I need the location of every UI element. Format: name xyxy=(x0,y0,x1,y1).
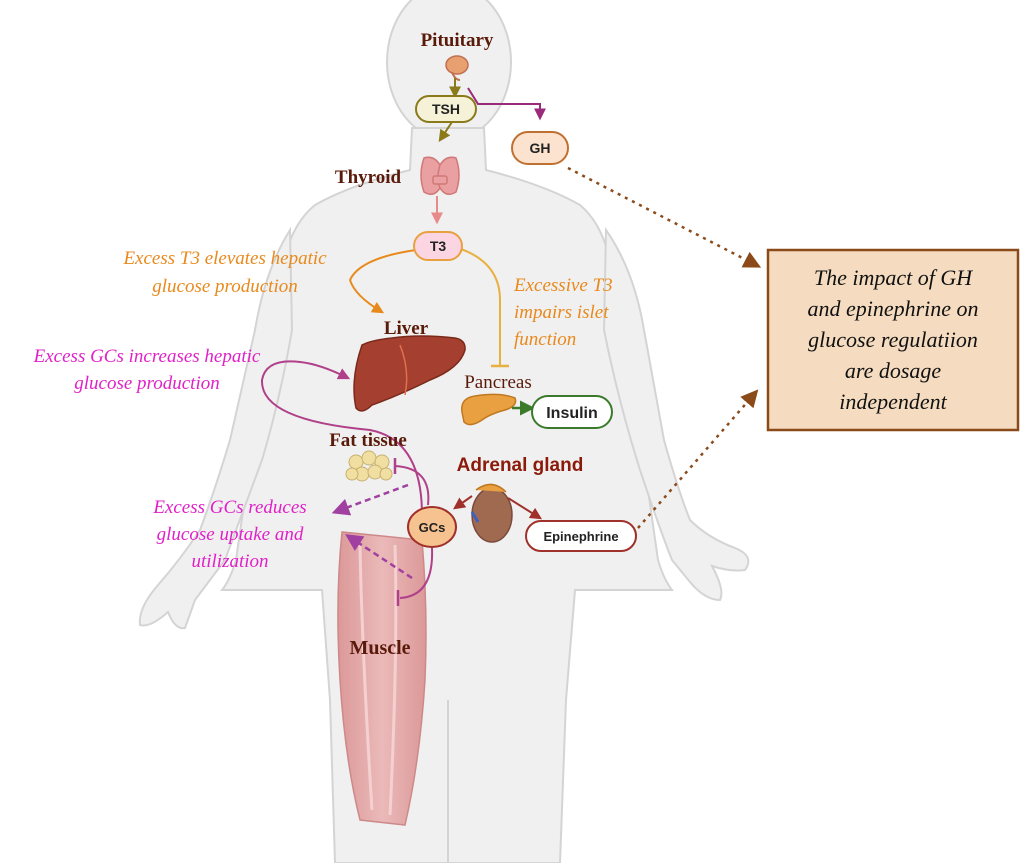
muscle-label: Muscle xyxy=(349,637,410,659)
annotation-gcs-uptake: Excess GCs reduces glucose uptake and ut… xyxy=(152,497,306,572)
inhibit-gcs-muscle xyxy=(399,547,434,599)
adrenal-kidney-organ xyxy=(470,483,513,543)
gcs-pill: GCs xyxy=(407,506,457,548)
pancreas-organ xyxy=(461,393,517,426)
dashed-arrow-muscle-to-label xyxy=(345,534,413,580)
annotation-t3-liver: Excess T3 elevates hepatic glucose produ… xyxy=(122,248,327,297)
insulin-pill: Insulin xyxy=(531,395,613,429)
t3-pill: T3 xyxy=(413,231,463,261)
fat-tissue-organ xyxy=(345,450,393,482)
right-arm xyxy=(602,226,750,602)
insulin-label: Insulin xyxy=(546,405,598,422)
body-silhouette xyxy=(138,0,750,863)
t3-label: T3 xyxy=(430,238,447,254)
annotation-t3-liver-line2: glucose production xyxy=(152,276,297,297)
adrenal-gland-label: Adrenal gland xyxy=(457,455,584,476)
gh-label: GH xyxy=(530,140,551,156)
dotted-arrow-gh-callout xyxy=(567,166,762,268)
annotation-t3-islet-line1: Excessive T3 xyxy=(513,275,613,296)
gcs-label: GCs xyxy=(419,520,446,535)
liver-organ xyxy=(353,335,466,412)
epinephrine-pill: Epinephrine xyxy=(525,520,637,552)
arrow-t3-liver xyxy=(348,249,417,314)
callout-line3: glucose regulatiion xyxy=(808,327,978,352)
arrow-adrenal-epinephrine xyxy=(507,497,543,520)
annotation-gcs-uptake-line3: utilization xyxy=(191,551,268,572)
tsh-label: TSH xyxy=(432,101,460,117)
epinephrine-label: Epinephrine xyxy=(543,529,618,544)
callout-line2: and epinephrine on xyxy=(807,296,978,321)
annotation-gcs-liver-line2: glucose production xyxy=(74,373,219,394)
dashed-arrow-fat-to-label xyxy=(331,483,409,516)
callout-line1: The impact of GH xyxy=(814,265,973,290)
annotation-gcs-liver: Excess GCs increases hepatic glucose pro… xyxy=(33,346,261,394)
liver-label: Liver xyxy=(384,318,429,339)
arrow-tsh-thyroid xyxy=(438,121,453,142)
tsh-pill: TSH xyxy=(415,95,477,123)
annotation-gcs-liver-line1: Excess GCs increases hepatic xyxy=(33,346,261,367)
callout-line4: are dosage xyxy=(845,358,942,383)
annotation-t3-islet-line3: function xyxy=(514,329,576,350)
inhibit-gcs-fat xyxy=(394,465,430,506)
annotation-t3-islet-line2: impairs islet xyxy=(514,302,609,323)
thyroid-gland xyxy=(420,156,460,195)
annotation-t3-liver-line1: Excess T3 elevates hepatic xyxy=(122,248,327,269)
gh-pill: GH xyxy=(511,131,569,165)
torso xyxy=(219,127,675,863)
annotation-gcs-uptake-line1: Excess GCs reduces xyxy=(152,497,306,518)
arrow-adrenal-gcs xyxy=(453,495,473,510)
fat-tissue-label: Fat tissue xyxy=(329,430,407,451)
inhibit-t3-pancreas xyxy=(457,247,501,366)
dotted-arrow-epinephrine-callout xyxy=(637,389,759,529)
arrow-gcs-liver xyxy=(260,360,423,516)
left-arm xyxy=(138,226,294,630)
annotation-gcs-uptake-line2: glucose uptake and xyxy=(157,524,304,545)
annotation-t3-islet: Excessive T3 impairs islet function xyxy=(513,275,613,350)
callout-box: The impact of GH and epinephrine on gluc… xyxy=(766,248,1020,432)
thyroid-label: Thyroid xyxy=(335,167,402,188)
pituitary-label: Pituitary xyxy=(421,30,494,51)
arrow-pituitary-gh xyxy=(467,87,546,121)
muscle-organ xyxy=(337,531,427,826)
pancreas-label: Pancreas xyxy=(464,372,532,393)
callout-line5: independent xyxy=(839,389,947,414)
